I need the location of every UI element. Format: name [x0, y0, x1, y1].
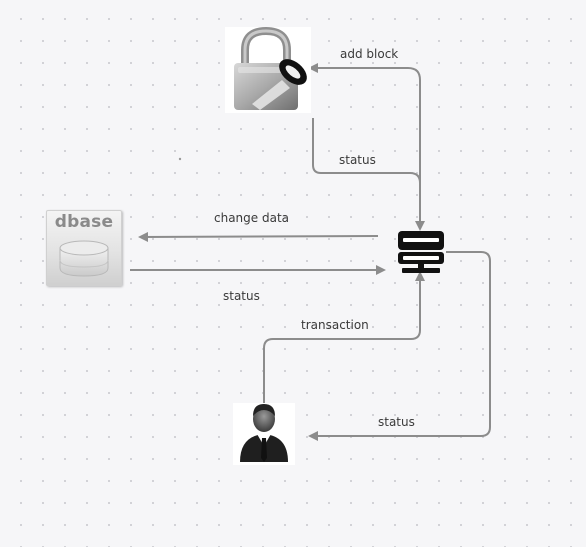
edge-add-block: [308, 63, 421, 228]
server-icon[interactable]: [398, 231, 444, 273]
edge-label-status-lock: status: [339, 153, 376, 167]
database-cylinder-icon: [59, 240, 109, 277]
edge-status-lock: [312, 118, 425, 231]
database-icon[interactable]: dbase: [46, 210, 122, 286]
edge-status-user: [308, 251, 491, 441]
edge-label-status-user: status: [378, 415, 415, 429]
stray-dot: [178, 157, 182, 161]
edge-label-transaction: transaction: [301, 318, 369, 332]
businessman-icon[interactable]: [233, 403, 295, 465]
edge-change-data: [138, 231, 379, 242]
database-label: dbase: [54, 212, 114, 232]
edge-label-add-block: add block: [340, 47, 399, 61]
padlock-key-icon[interactable]: [225, 26, 312, 113]
edge-transaction: [263, 271, 425, 403]
edge-label-change-data: change data: [214, 211, 290, 225]
edge-label-status-db: status: [223, 289, 260, 303]
